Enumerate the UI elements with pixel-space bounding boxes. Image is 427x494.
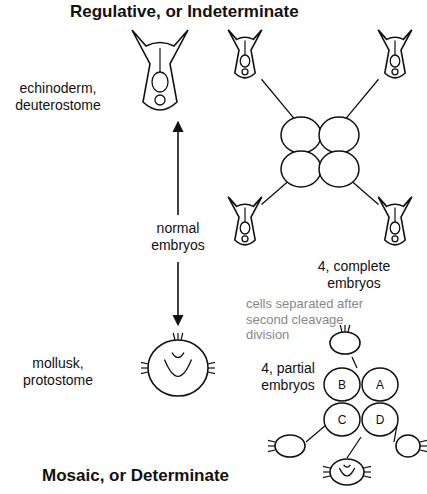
larva-esophagus xyxy=(394,208,395,222)
blastomere: C xyxy=(323,402,361,437)
trochophore-larva xyxy=(323,459,371,485)
cell-outline xyxy=(324,403,360,436)
larva-gut xyxy=(392,69,398,75)
cilium xyxy=(268,450,275,452)
cell-letter: C xyxy=(323,402,361,437)
larva-outline xyxy=(330,459,364,485)
cilium xyxy=(364,476,371,478)
cell-letter: D xyxy=(361,402,399,437)
arrow xyxy=(177,122,179,215)
larva-esophagus xyxy=(159,48,160,72)
result-label: 4, partial embryos xyxy=(250,360,326,394)
trochophore-larva xyxy=(268,435,305,457)
larva-outline xyxy=(148,340,208,396)
note: cells separated after second cleavage di… xyxy=(246,296,370,343)
title: Regulative, or Indeterminate xyxy=(70,2,299,22)
pluteus-larva xyxy=(378,197,412,245)
pluteus-larva xyxy=(132,30,188,110)
pluteus-larva xyxy=(378,30,412,78)
larva-outline xyxy=(378,197,412,245)
cell-outline xyxy=(362,368,398,401)
cilium xyxy=(420,440,427,442)
cilium xyxy=(208,367,215,368)
larva-gut xyxy=(242,236,248,242)
organism-label: echinoderm, deuterostome xyxy=(8,80,108,114)
pluteus-larva xyxy=(228,30,262,78)
larva-stomach xyxy=(390,222,400,234)
cilium xyxy=(141,362,148,364)
arrow xyxy=(177,262,179,325)
cilium xyxy=(181,333,183,340)
cilium xyxy=(420,450,427,452)
cilium xyxy=(268,445,275,446)
cilium xyxy=(208,362,215,364)
larva-gut xyxy=(155,95,165,105)
cilium xyxy=(420,445,427,446)
cilium xyxy=(344,325,345,332)
arrow-label: normal embryos xyxy=(132,220,224,254)
cilium xyxy=(364,471,371,472)
cell-outline xyxy=(362,403,398,436)
trochophore-larva xyxy=(141,333,215,396)
blastomere xyxy=(281,117,321,153)
cell-letter: A xyxy=(361,367,399,402)
separation-line xyxy=(346,79,378,118)
separation-line xyxy=(347,437,361,458)
larva-outline xyxy=(330,332,360,354)
cilium xyxy=(173,333,175,340)
larva-gut xyxy=(165,353,192,377)
blastomere: D xyxy=(361,402,399,437)
result-label: 4, complete embryos xyxy=(308,258,400,292)
larva-outline xyxy=(228,30,262,78)
separation-line xyxy=(306,425,326,442)
caption: Mosaic, or Determinate xyxy=(42,466,229,486)
cilium xyxy=(323,471,330,472)
larva-esophagus xyxy=(394,41,395,55)
blastomere: B xyxy=(323,367,361,402)
larva-outline xyxy=(228,197,262,245)
blastomere xyxy=(319,151,359,187)
larva-esophagus xyxy=(244,41,245,55)
organism-label: mollusk, protostome xyxy=(8,355,108,389)
larva-stomach xyxy=(152,72,168,92)
cilium xyxy=(268,440,275,442)
larva-stomach xyxy=(240,55,250,67)
cilium xyxy=(364,466,371,468)
larva-outline xyxy=(275,435,305,457)
larva-outline xyxy=(378,30,412,78)
pluteus-larva xyxy=(228,197,262,245)
separation-line xyxy=(352,357,357,368)
cilium xyxy=(348,325,350,332)
larva-esophagus xyxy=(244,208,245,222)
larva-outline xyxy=(132,30,188,110)
trochophore-larva xyxy=(330,325,360,354)
cell-outline xyxy=(324,368,360,401)
larva-outline xyxy=(396,435,420,457)
cilium xyxy=(177,333,178,340)
larva-stomach xyxy=(240,222,250,234)
separation-line xyxy=(262,79,294,118)
cell-letter: B xyxy=(323,367,361,402)
cilium xyxy=(323,466,330,468)
larva-gut xyxy=(242,69,248,75)
cilium xyxy=(208,372,215,374)
larva-stomach xyxy=(390,55,400,67)
larva-gut xyxy=(339,465,354,476)
blastomere xyxy=(281,151,321,187)
trochophore-larva xyxy=(396,435,427,457)
larva-gut xyxy=(392,236,398,242)
blastomere: A xyxy=(361,367,399,402)
cilium xyxy=(141,372,148,374)
cilium xyxy=(141,367,148,368)
blastomere xyxy=(319,117,359,153)
cilium xyxy=(323,476,330,478)
